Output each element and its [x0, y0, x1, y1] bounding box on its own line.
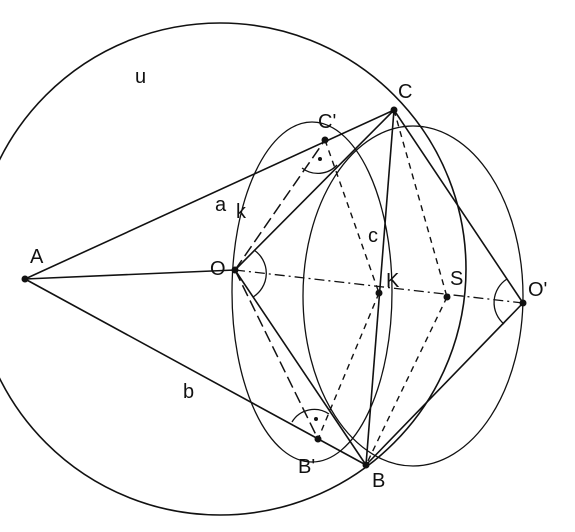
angle-mark-O: [252, 249, 267, 298]
point-C: [390, 106, 398, 114]
angle-dot-C-prime: [318, 157, 322, 161]
circle-right: [302, 125, 524, 467]
angle-mark-O-prime: [493, 278, 508, 325]
segment-AC: [24, 109, 395, 280]
segment-CO-prime: [393, 109, 524, 304]
segment-AO: [24, 269, 236, 280]
point-B: [362, 461, 370, 469]
dashed-S-B: [365, 296, 448, 466]
point-B-prime: [314, 435, 322, 443]
angle-dot-B-prime: [314, 417, 318, 421]
label-c: c: [368, 225, 378, 247]
segment-OC: [234, 109, 395, 271]
label-C-prime: C': [318, 111, 336, 133]
point-A: [21, 275, 29, 283]
label-O-prime: O': [528, 279, 547, 301]
label-A: A: [30, 246, 44, 268]
segment-BC: [365, 109, 395, 466]
dashed-C-prime-K: [324, 139, 380, 294]
circle-k: [231, 121, 393, 463]
point-O: [231, 266, 239, 274]
label-C: C: [398, 81, 412, 103]
label-B: B: [372, 470, 385, 492]
label-O: O: [210, 258, 226, 280]
dashed-K-B-prime: [317, 292, 380, 440]
segment-OB: [234, 269, 367, 466]
point-K: [375, 289, 383, 297]
axis-O-O-prime: [234, 269, 524, 304]
label-S: S: [450, 268, 463, 290]
circle-u: [0, 22, 467, 516]
dashed-C-S: [393, 109, 448, 298]
label-B-prime: B': [298, 456, 315, 478]
segment-OC-prime: [234, 139, 326, 271]
label-k: k: [236, 201, 247, 223]
label-a: a: [215, 194, 227, 216]
point-O-prime: [519, 299, 527, 307]
segment-OB-prime: [234, 269, 319, 440]
angle-mark-B-prime: [291, 408, 330, 423]
segment-BO-prime: [365, 302, 524, 466]
label-K: K: [386, 270, 400, 292]
label-b: b: [183, 381, 194, 403]
angle-mark-C-prime: [301, 164, 338, 174]
point-S: [443, 293, 451, 301]
point-C-prime: [321, 136, 329, 144]
segment-AB: [24, 278, 367, 466]
label-u: u: [135, 66, 146, 88]
